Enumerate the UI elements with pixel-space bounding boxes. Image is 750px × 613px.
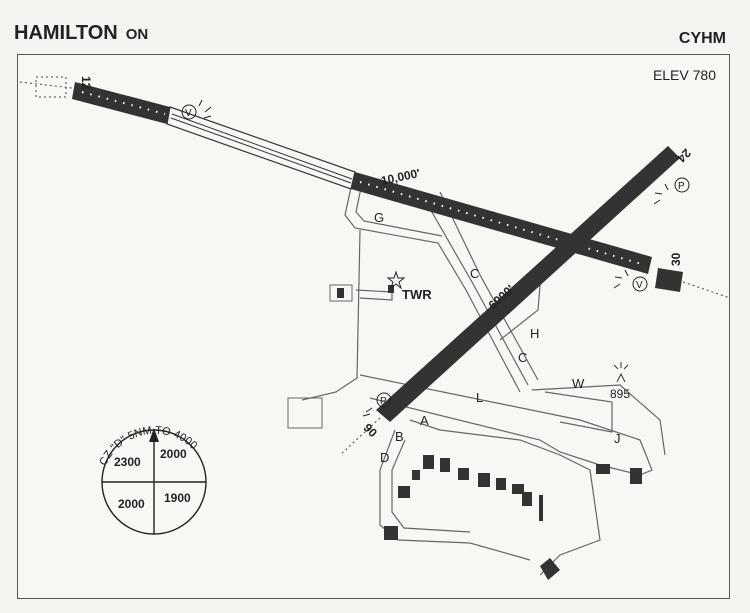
papi-icon: P bbox=[653, 177, 690, 205]
cz-quadrant-se: 1900 bbox=[164, 491, 191, 505]
runway-end-06: 06 bbox=[361, 420, 381, 440]
airport-city: HAMILTON bbox=[14, 22, 118, 44]
airport-icao: CYHM bbox=[678, 30, 726, 47]
vasis-icon: V bbox=[613, 269, 648, 292]
apron-access bbox=[301, 229, 361, 401]
airport-title: HAMILTON ON bbox=[14, 22, 148, 45]
elevation-label: ELEV 780 bbox=[652, 67, 716, 83]
cz-quadrant-ne: 2000 bbox=[160, 447, 187, 461]
runway-12-30-length: 10,000' bbox=[380, 166, 422, 188]
svg-text:P: P bbox=[678, 181, 685, 192]
papi-icon: P bbox=[362, 392, 392, 417]
taxiway-label: C bbox=[518, 350, 527, 365]
taxiway-network bbox=[301, 182, 666, 576]
runway-end-12: 12 bbox=[79, 76, 93, 90]
cz-quadrant-sw: 2000 bbox=[118, 497, 145, 511]
taxiway-label: B bbox=[395, 429, 404, 444]
tower-label: TWR bbox=[402, 287, 432, 302]
svg-text:V: V bbox=[636, 280, 643, 291]
taxiway-label: D bbox=[380, 450, 389, 465]
apron-tower bbox=[329, 284, 353, 302]
taxiway-label: C bbox=[470, 266, 479, 281]
control-zone-circle: 2300 2000 2000 1900 CZ "D" 5NM TO 4000 bbox=[97, 425, 207, 535]
taxiway-w bbox=[531, 384, 666, 456]
runway-end-24: 24 bbox=[674, 146, 694, 166]
runway-06-24 bbox=[339, 146, 680, 456]
svg-text:P: P bbox=[380, 396, 387, 407]
tower-star-icon bbox=[386, 270, 406, 290]
apron-west bbox=[287, 397, 323, 429]
obstacle-elevation: 895 bbox=[610, 387, 630, 401]
taxiway-label: J bbox=[614, 431, 621, 446]
buildings bbox=[337, 285, 642, 580]
taxiway-label: G bbox=[374, 210, 384, 225]
cz-quadrant-nw: 2300 bbox=[114, 455, 141, 469]
vasis-icon: V bbox=[181, 99, 212, 120]
north-arrow-icon bbox=[149, 428, 159, 442]
airport-province: ON bbox=[125, 26, 149, 43]
svg-text:V: V bbox=[185, 108, 192, 119]
taxiway-g-c bbox=[344, 182, 521, 393]
taxiway-label: A bbox=[420, 413, 429, 428]
taxiway-label: L bbox=[476, 390, 483, 405]
obstacle-lighted-icon bbox=[613, 362, 629, 383]
taxiway-label: H bbox=[530, 326, 539, 341]
taxiway-labels: G C H C W L A B D J bbox=[374, 210, 621, 465]
taxiway-label: W bbox=[572, 376, 585, 391]
runway-end-30: 30 bbox=[669, 252, 683, 266]
